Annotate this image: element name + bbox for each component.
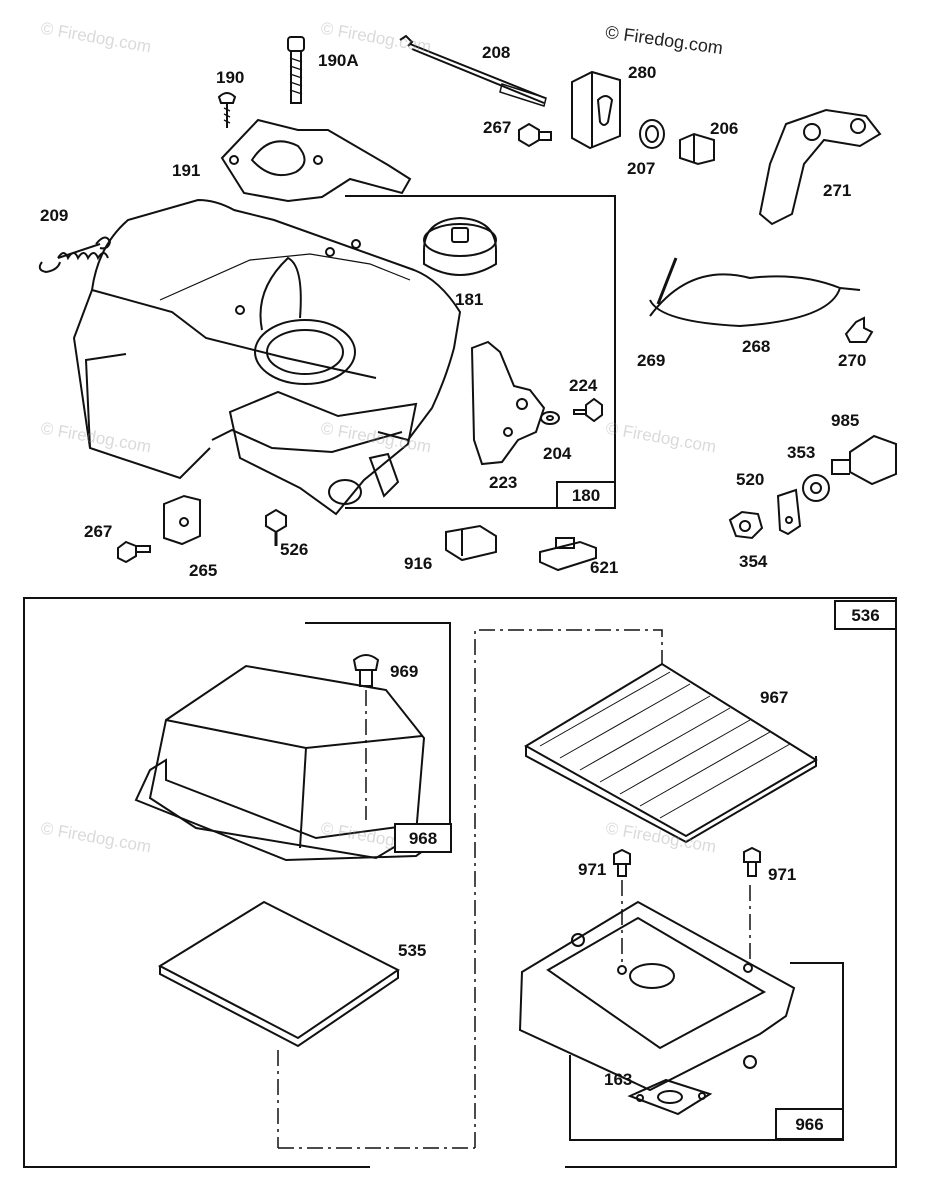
box-180-frame	[345, 195, 616, 509]
pre-cleaner-535	[157, 900, 400, 1048]
label-969: 969	[390, 662, 419, 681]
box-label-968: 968	[394, 823, 452, 853]
label-224: 224	[569, 376, 598, 395]
label-535: 535	[398, 941, 427, 960]
screw-190	[217, 92, 237, 128]
label-967: 967	[760, 688, 789, 707]
connector-916	[445, 524, 497, 562]
label-621: 621	[590, 558, 619, 577]
label-353: 353	[787, 443, 816, 462]
label-207: 207	[627, 159, 656, 178]
label-268: 268	[742, 337, 771, 356]
screw-969	[352, 654, 380, 687]
box-536-frame	[23, 597, 897, 1168]
bolt-190a	[287, 36, 305, 104]
switch-621	[539, 537, 597, 572]
terminal-520	[776, 488, 802, 536]
label-520: 520	[736, 470, 765, 489]
box-label-536: 536	[834, 600, 897, 630]
cable-268	[649, 257, 861, 328]
label-209: 209	[40, 206, 69, 225]
label-163: 163	[604, 1070, 633, 1089]
fuel-cap-181	[423, 216, 497, 276]
label-181: 181	[455, 290, 484, 309]
spring-207	[639, 119, 665, 149]
lever-271	[758, 108, 882, 226]
filter-967	[524, 662, 818, 844]
gasket-191	[220, 118, 412, 203]
label-206: 206	[710, 119, 739, 138]
washer-204	[540, 411, 560, 425]
clip-270	[844, 316, 874, 343]
label-190a: 190A	[318, 51, 359, 70]
fuel-tank	[72, 198, 462, 516]
clip-265	[163, 494, 201, 546]
label-267-top: 267	[483, 118, 512, 137]
label-916: 916	[404, 554, 433, 573]
screw-971-left	[613, 848, 631, 877]
screw-526	[265, 508, 287, 546]
label-971-right: 971	[768, 865, 797, 884]
fitting-206	[679, 132, 715, 166]
label-971-left: 971	[578, 860, 607, 879]
label-280: 280	[628, 63, 657, 82]
screw-224	[573, 397, 603, 423]
label-191: 191	[172, 161, 201, 180]
box-label-966: 966	[775, 1108, 844, 1140]
switch-985	[831, 434, 897, 486]
box-968-frame	[305, 622, 451, 850]
rod-208	[399, 34, 547, 107]
screw-267-bottom	[117, 540, 151, 564]
nut-354	[728, 510, 764, 540]
label-208: 208	[482, 43, 511, 62]
label-204: 204	[543, 444, 572, 463]
box-label-180: 180	[556, 481, 616, 509]
lockwasher-353	[802, 474, 830, 502]
screw-971-right	[743, 846, 761, 877]
label-271: 271	[823, 181, 852, 200]
label-526: 526	[280, 540, 309, 559]
label-267-bottom: 267	[84, 522, 113, 541]
label-270: 270	[838, 351, 867, 370]
label-269: 269	[637, 351, 666, 370]
box-966-frame	[569, 962, 844, 1141]
screw-267-top	[518, 122, 552, 148]
control-bracket-223	[470, 340, 546, 466]
label-354: 354	[739, 552, 768, 571]
label-190: 190	[216, 68, 245, 87]
gasket-163	[627, 1078, 713, 1116]
label-265: 265	[189, 561, 218, 580]
base-966	[518, 900, 796, 1092]
bracket-280	[571, 70, 621, 150]
label-223: 223	[489, 473, 518, 492]
dashdot-guides	[277, 629, 751, 1149]
spring-209	[38, 236, 112, 274]
label-985: 985	[831, 411, 860, 430]
